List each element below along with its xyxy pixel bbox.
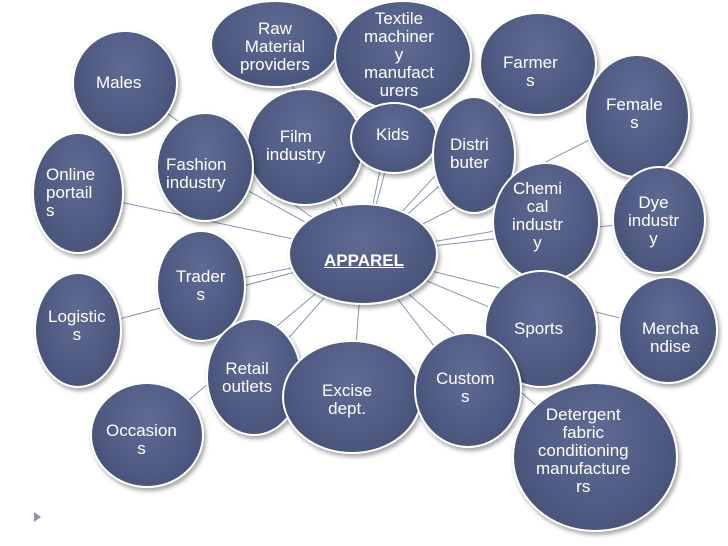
node-chemical-industry[interactable]: Chemi cal industr y — [492, 162, 600, 282]
slide-marker-icon — [34, 512, 41, 522]
node-traders[interactable]: Trader s — [156, 230, 246, 342]
node-detergent-fabric-conditioning-manufacturers[interactable]: Detergent fabric conditioning manufactur… — [512, 382, 678, 532]
node-dye-industry[interactable]: Dye industr y — [612, 166, 706, 274]
node-females[interactable]: Female s — [584, 54, 690, 178]
node-label: Logistic s — [48, 307, 106, 344]
node-males[interactable]: Males — [72, 30, 178, 136]
node-label: Raw Material providers — [240, 19, 310, 74]
node-label: Custom s — [436, 369, 495, 406]
center-label: APPAREL — [324, 251, 404, 270]
node-label: Farmer s — [503, 53, 558, 90]
node-customs[interactable]: Custom s — [414, 332, 522, 448]
node-fashion-industry[interactable]: Fashion industry — [156, 112, 254, 222]
node-label: Mercha ndise — [642, 319, 699, 356]
node-label: Trader s — [176, 267, 226, 304]
node-label: Males — [96, 73, 142, 92]
node-label: Textile machiner y manufact urers — [364, 9, 434, 100]
node-label: Fashion industry — [166, 155, 227, 192]
node-farmers[interactable]: Farmer s — [479, 12, 597, 116]
node-film-industry[interactable]: Film industry — [246, 88, 364, 206]
node-merchandise[interactable]: Mercha ndise — [618, 276, 718, 384]
node-label: Detergent fabric conditioning manufactur… — [536, 405, 631, 496]
node-textile-machinery-manufacturers[interactable]: Textile machiner y manufact urers — [334, 0, 472, 112]
node-kids[interactable]: Kids — [350, 102, 438, 174]
node-label: Dye industr y — [628, 193, 680, 248]
node-online-portals[interactable]: Online portail s — [32, 132, 124, 254]
node-label: Chemi cal industr y — [512, 179, 564, 252]
node-label: Excise dept. — [322, 381, 373, 418]
node-label: Kids — [376, 125, 410, 144]
node-label: Occasion s — [106, 421, 177, 458]
node-raw-material-providers[interactable]: Raw Material providers — [210, 0, 340, 88]
node-label: Distri buter — [450, 135, 489, 172]
node-label: Online portail s — [46, 165, 96, 220]
node-logistics[interactable]: Logistic s — [34, 272, 122, 388]
node-label: Retail outlets — [222, 359, 273, 396]
node-label: Film industry — [266, 127, 326, 164]
node-label: Female s — [606, 95, 663, 132]
center-node-apparel[interactable]: APPAREL — [288, 203, 438, 305]
node-label: Sports — [514, 319, 564, 338]
node-excise-dept[interactable]: Excise dept. — [282, 340, 422, 454]
node-occasions[interactable]: Occasion s — [90, 382, 204, 488]
